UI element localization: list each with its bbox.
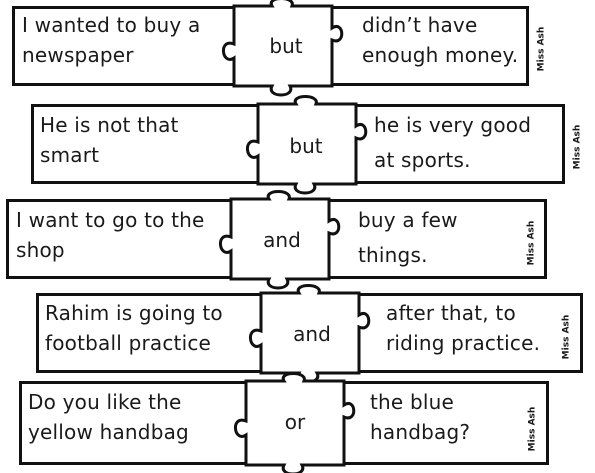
- brand-mark: Miss Ash: [561, 314, 572, 360]
- brand-mark: Miss Ash: [536, 26, 547, 72]
- right-line-2: things.: [358, 243, 428, 267]
- puzzle-piece-2: [246, 95, 368, 195]
- puzzle-piece-4: [249, 284, 371, 384]
- right-line-1: didn’t have: [362, 13, 478, 37]
- conjunction-1: but: [269, 34, 303, 58]
- left-line-2: smart: [40, 143, 100, 167]
- left-line-1: I wanted to buy a: [22, 13, 201, 37]
- right-line-1: he is very good: [374, 113, 532, 137]
- left-line-2: newspaper: [22, 43, 134, 67]
- left-line-2: yellow handbag: [28, 420, 189, 444]
- left-line-1: He is not that: [40, 113, 179, 137]
- left-line-2: shop: [16, 238, 65, 262]
- conjunction-5: or: [284, 410, 306, 434]
- right-line-2: at sports.: [374, 148, 471, 172]
- conjunction-4: and: [293, 322, 331, 346]
- right-line-1: the blue: [370, 390, 455, 414]
- left-line-1: Do you like the: [28, 390, 182, 414]
- puzzle-piece-3: [219, 190, 341, 290]
- brand-mark: Miss Ash: [527, 406, 538, 452]
- right-line-2: handbag?: [370, 420, 471, 444]
- right-line-2: riding practice.: [386, 331, 541, 355]
- brand-mark: Miss Ash: [526, 220, 537, 266]
- left-line-2: football practice: [45, 331, 212, 355]
- right-line-1: after that, to: [386, 301, 516, 325]
- puzzle-piece-5: [234, 372, 356, 473]
- right-line-1: buy a few: [358, 208, 458, 232]
- conjunction-3: and: [263, 228, 301, 252]
- conjunction-2: but: [289, 134, 323, 158]
- brand-mark: Miss Ash: [572, 124, 583, 170]
- left-line-1: Rahim is going to: [45, 301, 223, 325]
- right-line-2: enough money.: [362, 43, 519, 67]
- puzzle-piece-1: [222, 0, 344, 97]
- left-line-1: I want to go to the: [16, 208, 205, 232]
